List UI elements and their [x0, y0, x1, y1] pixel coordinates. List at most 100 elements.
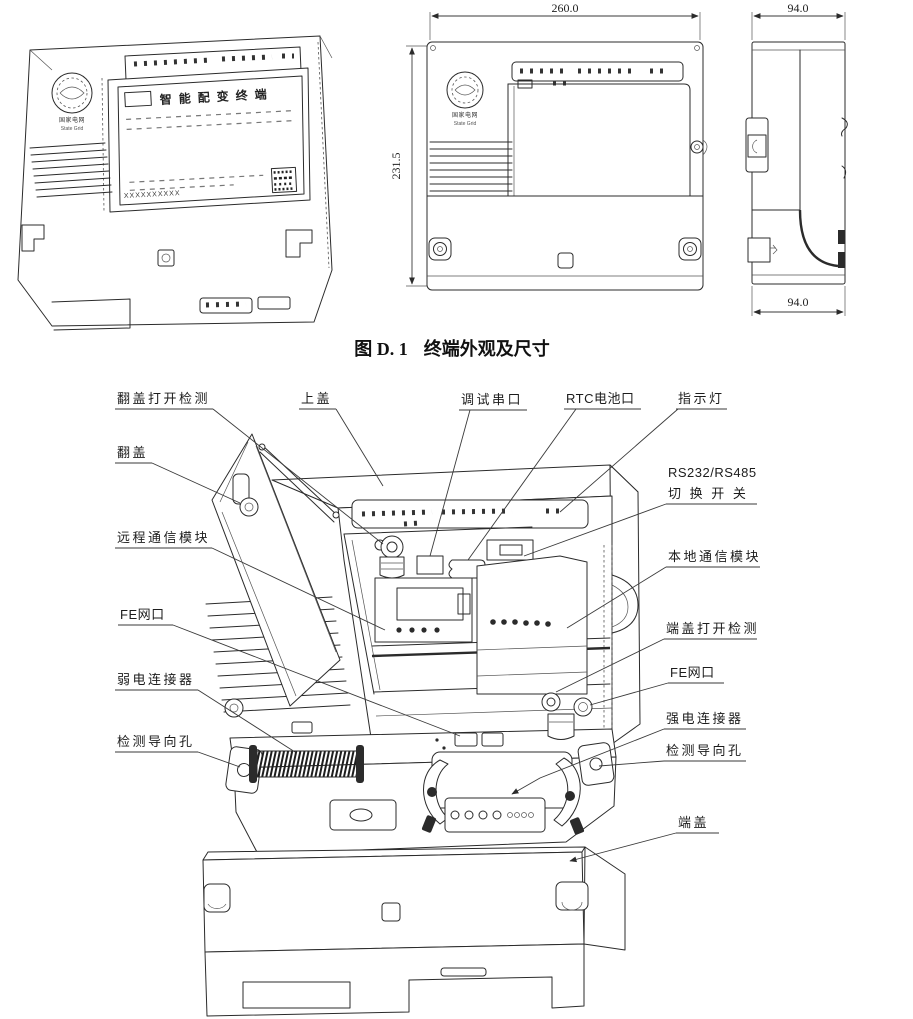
- logo-cn-front: 国家电网: [452, 111, 478, 119]
- qr-code: [270, 166, 298, 194]
- caption-title: 终端外观及尺寸: [424, 338, 550, 359]
- nameplate: 智能配变终端 XXXXXXXXXX: [107, 67, 311, 213]
- callout-top-cover: 上盖: [299, 391, 384, 487]
- label-remote-module: 远程通信模块: [117, 530, 210, 545]
- hinge-pin: [690, 139, 708, 156]
- local-module: [476, 555, 588, 695]
- callout-guide-hole-left: 检测导向孔: [115, 734, 241, 768]
- bolt-left: [428, 237, 452, 261]
- front-door: [507, 79, 691, 197]
- body-side-face: [609, 464, 641, 745]
- hinge-clasp: [232, 473, 259, 517]
- label-weak-connector: 弱电连接器: [117, 672, 195, 687]
- debug-serial-port: [416, 555, 444, 575]
- led-strip-front: [511, 61, 684, 86]
- side-dark-1: [838, 230, 845, 244]
- label-debug-port: 调试串口: [461, 392, 523, 407]
- callout-fe-port-left: FE网口: [118, 607, 461, 737]
- label-strong-connector: 强电连接器: [666, 711, 744, 726]
- remote-module: [374, 577, 473, 643]
- base-assembly: [224, 692, 617, 855]
- label-local-module: 本地通信模块: [668, 549, 761, 564]
- callout-local-module: 本地通信模块: [566, 549, 761, 629]
- fe-ports-right: [541, 692, 593, 740]
- label-fe-port-left: FE网口: [120, 607, 165, 622]
- label-guide-hole-right: 检测导向孔: [666, 743, 744, 758]
- vent-louvers-front: [429, 141, 513, 192]
- callout-end-cover-detect: 端盖打开检测: [555, 621, 759, 693]
- callout-debug-port: 调试串口: [429, 392, 527, 557]
- callout-fe-port-right: FE网口: [589, 665, 724, 706]
- din-clip-side: [745, 117, 769, 173]
- callout-weak-connector: 弱电连接器: [115, 672, 296, 753]
- label-top-cover: 上盖: [301, 391, 332, 406]
- label-flip-cover: 翻盖: [117, 445, 148, 460]
- seal-square-front: [557, 252, 574, 269]
- nameplate-title: 智能配变终端: [158, 86, 274, 107]
- dim-width: 260.0: [429, 1, 701, 40]
- bottom-plate: [329, 799, 397, 831]
- side-hook-top: [841, 117, 848, 137]
- dim-side-top-text: 94.0: [788, 1, 809, 15]
- caption-number: 图 D. 1: [354, 339, 408, 359]
- logo-cn: 国家电网: [59, 116, 85, 124]
- dim-side-top: 94.0: [751, 1, 846, 40]
- side-hook-mid: [841, 165, 847, 179]
- side-wing-clip: [611, 574, 639, 634]
- flip-cover-open: [211, 433, 341, 707]
- side-bottom-connector: [747, 237, 778, 263]
- right-hook: [285, 229, 313, 258]
- dim-front-height: 231.5: [389, 153, 403, 180]
- callout-remote-module: 远程通信模块: [115, 530, 386, 631]
- left-boss: [224, 698, 244, 718]
- strong-connector-part: [421, 751, 585, 835]
- dim-side-bottom: 94.0: [751, 286, 846, 316]
- bottom-connector: [199, 296, 291, 314]
- label-rs-switch-line1: RS232/RS485: [668, 465, 757, 480]
- top-cover-strip: [351, 499, 589, 529]
- figure-caption: 图 D. 1 终端外观及尺寸: [354, 338, 550, 359]
- label-end-cover: 端盖: [678, 815, 709, 830]
- seal-mark: [157, 249, 175, 267]
- callout-guide-hole-right: 检测导向孔: [598, 743, 746, 767]
- front-view: 260.0 231.5 国家电网 State Grid: [389, 1, 708, 291]
- callout-rs-switch: RS232/RS485 切 换 开 关: [523, 465, 757, 557]
- callout-end-cover: 端盖: [569, 815, 719, 863]
- end-cover-clip-left: [203, 883, 231, 913]
- rs-switch: [486, 539, 534, 561]
- weak-connector-part: [249, 745, 364, 783]
- bolt-right: [678, 237, 702, 261]
- fe-ports-bottom: [435, 732, 504, 750]
- label-indicator-light: 指示灯: [678, 391, 725, 406]
- dim-height: 231.5: [389, 45, 427, 287]
- exploded-view: 翻盖打开检测 翻盖 远程通信模块 FE网口 弱电连接器 检测导向孔: [115, 391, 761, 1017]
- label-flip-open-detect: 翻盖打开检测: [117, 391, 210, 406]
- nameplate-serial: XXXXXXXXXX: [124, 190, 181, 200]
- label-end-cover-detect: 端盖打开检测: [666, 621, 759, 636]
- state-grid-logo-front: 国家电网 State Grid: [446, 71, 484, 127]
- callout-indicator-light: 指示灯: [559, 391, 727, 513]
- label-rtc-battery: RTC电池口: [566, 391, 634, 406]
- din-notch: [51, 298, 131, 331]
- vent-louvers: [29, 142, 113, 198]
- label-rs-switch-line2: 切 换 开 关: [668, 486, 748, 501]
- inner-compartment: [343, 526, 613, 717]
- callout-flip-cover: 翻盖: [115, 445, 241, 504]
- callout-flip-open-detect: 翻盖打开检测: [115, 391, 384, 545]
- end-cover-square: [381, 902, 401, 922]
- label-fe-port-right: FE网口: [670, 665, 715, 680]
- end-cover-clip-right: [555, 881, 589, 911]
- logo-en-front: State Grid: [454, 121, 477, 127]
- callout-strong-connector: 强电连接器: [511, 711, 746, 795]
- logo-en: State Grid: [61, 126, 84, 132]
- guide-bracket-right: [577, 742, 615, 786]
- label-guide-hole-left: 检测导向孔: [117, 734, 195, 749]
- state-grid-logo: 国家电网 State Grid: [51, 72, 93, 132]
- callout-rtc-battery: RTC电池口: [467, 391, 641, 561]
- antenna-connector: [379, 535, 405, 579]
- dim-side-bottom-text: 94.0: [788, 295, 809, 309]
- side-view: 94.0 94.0: [745, 1, 848, 316]
- perspective-view: 国家电网 State Grid 智能配变终端 XXXXXXXXXX: [17, 35, 333, 331]
- side-dark-2: [838, 252, 845, 268]
